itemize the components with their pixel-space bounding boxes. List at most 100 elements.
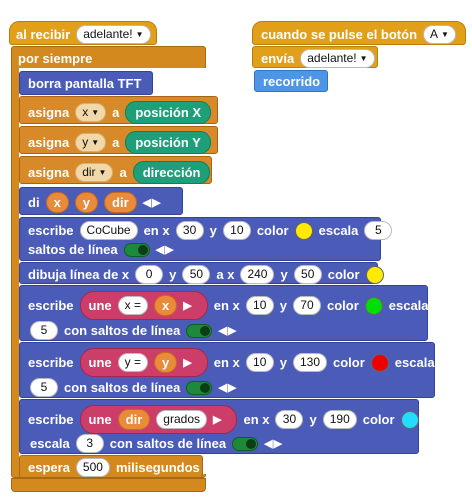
- green-color-swatch[interactable]: [364, 296, 383, 315]
- line-breaks-toggle[interactable]: [232, 436, 259, 451]
- en-x-label: en x: [243, 412, 270, 427]
- line-breaks-label: con saltos de línea: [64, 323, 181, 338]
- cyan-color-swatch[interactable]: [400, 410, 419, 429]
- recorrido-reporter[interactable]: recorrido: [254, 70, 328, 92]
- color-label: color: [362, 412, 395, 427]
- string-input[interactable]: grados: [156, 410, 207, 429]
- expand-collapse-arrows-icon[interactable]: ◀▶: [155, 244, 175, 256]
- var-y-reporter[interactable]: y: [74, 192, 99, 213]
- chevron-down-icon: ▼: [91, 108, 100, 117]
- set-dir-block[interactable]: asigna dir▼ a dirección: [19, 156, 212, 184]
- y-label: y: [279, 355, 287, 370]
- scale-input[interactable]: 5: [364, 221, 393, 240]
- draw-line-block[interactable]: dibuja línea de x 0 y 50 a x 240 y 50 co…: [19, 262, 384, 284]
- color-label: color: [326, 298, 359, 313]
- scale-label: escala: [318, 223, 359, 238]
- string-input[interactable]: y =: [117, 353, 149, 372]
- when-button-pressed-hat-block[interactable]: cuando se pulse el botón A▼: [252, 21, 466, 45]
- var-dir-reporter[interactable]: dir: [104, 192, 137, 213]
- x-input[interactable]: 30: [275, 410, 304, 429]
- x-input[interactable]: 10: [245, 296, 274, 315]
- x2-input[interactable]: 240: [240, 265, 275, 284]
- broadcast-block[interactable]: envía adelante!▼: [252, 46, 378, 68]
- join-reporter[interactable]: une dir grados ▶: [79, 405, 238, 434]
- expand-arrow-icon[interactable]: ▶: [183, 357, 193, 369]
- write-y-block[interactable]: escribe une y = y ▶ en x 10 y 130 color …: [19, 342, 435, 398]
- y-label: y: [209, 223, 217, 238]
- ms-input[interactable]: 500: [75, 458, 110, 477]
- clear-tft-label: borra pantalla TFT: [28, 76, 142, 91]
- var-x-reporter[interactable]: x: [45, 192, 69, 213]
- expand-collapse-arrows-icon[interactable]: ◀▶: [218, 382, 238, 394]
- string-input[interactable]: x =: [117, 296, 149, 315]
- to-label: a: [119, 165, 127, 180]
- direction-reporter[interactable]: dirección: [132, 161, 211, 184]
- when-receive-hat-block[interactable]: al recibir adelante!▼: [9, 21, 157, 45]
- set-x-block[interactable]: asigna x▼ a posición X: [19, 96, 218, 124]
- write-label: escribe: [28, 298, 74, 313]
- message-dropdown[interactable]: adelante!▼: [76, 25, 151, 44]
- y-input[interactable]: 70: [292, 296, 321, 315]
- x-input[interactable]: 30: [175, 221, 204, 240]
- join-reporter[interactable]: une x = x ▶: [79, 291, 208, 320]
- expand-arrow-icon[interactable]: ▶: [183, 300, 193, 312]
- y-label: y: [280, 267, 288, 282]
- write-label: escribe: [28, 223, 74, 238]
- scale-input[interactable]: 5: [30, 378, 58, 397]
- var-x-dropdown[interactable]: x▼: [75, 103, 107, 122]
- write-cocube-block[interactable]: escribe CoCube en x 30 y 10 color escala…: [19, 217, 422, 261]
- expand-collapse-arrows-icon[interactable]: ◀▶: [264, 438, 284, 450]
- var-x-reporter[interactable]: x: [154, 295, 178, 316]
- say-block[interactable]: di x y dir ◀▶: [19, 187, 183, 215]
- x1-input[interactable]: 0: [135, 265, 164, 284]
- write-dir-block[interactable]: escribe une dir grados ▶ en x 30 y 190 c…: [19, 399, 419, 454]
- y2-input[interactable]: 50: [293, 265, 322, 284]
- y1-input[interactable]: 50: [182, 265, 211, 284]
- wait-block[interactable]: espera 500 milisegundos: [19, 455, 203, 478]
- var-dir-reporter[interactable]: dir: [117, 409, 151, 430]
- scale-label: escala: [394, 355, 435, 370]
- join-reporter[interactable]: une y = y ▶: [79, 348, 208, 377]
- write-x-block[interactable]: escribe une x = x ▶ en x 10 y 70 color e…: [19, 285, 429, 341]
- yellow-color-swatch[interactable]: [294, 221, 313, 240]
- line-breaks-label: con saltos de línea: [109, 436, 227, 451]
- draw-line-label: dibuja línea de x: [28, 267, 130, 282]
- y-input[interactable]: 10: [222, 221, 251, 240]
- set-y-block[interactable]: asigna y▼ a posición Y: [19, 126, 218, 154]
- var-dir-dropdown[interactable]: dir▼: [75, 163, 114, 182]
- scale-input[interactable]: 5: [30, 321, 58, 340]
- con-label: con: [398, 223, 422, 238]
- scale-label: escala: [30, 436, 70, 451]
- expand-collapse-arrows-icon[interactable]: ◀▶: [218, 325, 238, 337]
- line-breaks-toggle[interactable]: [186, 380, 213, 395]
- clear-tft-block[interactable]: borra pantalla TFT: [19, 71, 153, 95]
- chevron-down-icon: ▼: [91, 138, 100, 147]
- expand-arrow-icon[interactable]: ▶: [213, 414, 223, 426]
- var-y-reporter[interactable]: y: [154, 352, 178, 373]
- forever-footer: [11, 478, 206, 492]
- broadcast-message-dropdown[interactable]: adelante!▼: [300, 49, 375, 68]
- expand-collapse-arrows-icon[interactable]: ◀▶: [142, 197, 162, 209]
- y-input[interactable]: 130: [292, 353, 327, 372]
- button-dropdown[interactable]: A▼: [423, 25, 456, 44]
- red-color-swatch[interactable]: [370, 353, 389, 372]
- scale-input[interactable]: 3: [75, 434, 104, 453]
- join-label: une: [88, 298, 112, 313]
- chevron-down-icon: ▼: [135, 30, 144, 39]
- chevron-down-icon: ▼: [359, 54, 368, 63]
- var-y-dropdown[interactable]: y▼: [75, 133, 107, 152]
- write-label: escribe: [28, 355, 74, 370]
- text-input[interactable]: CoCube: [79, 221, 138, 240]
- scale-label: escala: [388, 298, 429, 313]
- y-label: y: [279, 298, 287, 313]
- line-breaks-toggle[interactable]: [123, 242, 150, 257]
- x-input[interactable]: 10: [245, 353, 274, 372]
- when-button-label: cuando se pulse el botón: [261, 27, 418, 42]
- broadcast-label: envía: [261, 51, 295, 66]
- color-label: color: [333, 355, 365, 370]
- position-y-reporter[interactable]: posición Y: [125, 131, 211, 154]
- y-input[interactable]: 190: [322, 410, 357, 429]
- yellow-color-swatch[interactable]: [365, 265, 384, 284]
- position-x-reporter[interactable]: posición X: [125, 101, 212, 124]
- line-breaks-toggle[interactable]: [186, 323, 213, 338]
